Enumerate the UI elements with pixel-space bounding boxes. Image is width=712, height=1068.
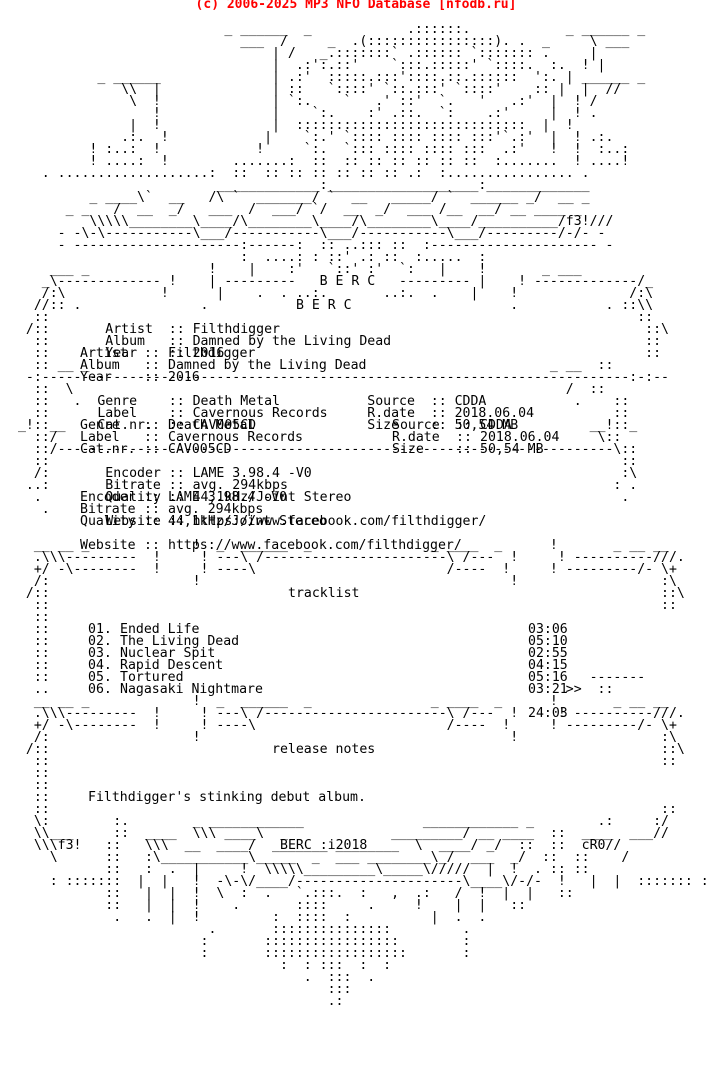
track-time: 05:10 bbox=[528, 634, 568, 649]
album-sep: :: bbox=[144, 358, 160, 373]
track-title: Nuclear Spit bbox=[120, 646, 216, 661]
label-label: Label bbox=[80, 430, 120, 445]
quality-value: 44,1kHz/Joint Stereo bbox=[168, 514, 327, 529]
track-time: 03:21 bbox=[528, 682, 568, 697]
quality-sep: :: bbox=[144, 514, 160, 529]
website-sep: :: bbox=[144, 538, 160, 553]
catnr-sep: :: bbox=[144, 442, 160, 457]
ascii-art: _ ______ _ .::::::. _ ______ _ ___ / _ .… bbox=[17, 22, 709, 1009]
source-value: CDDA bbox=[480, 418, 512, 433]
artist-label: Artist bbox=[80, 346, 128, 361]
album-value: Damned by the Living Dead bbox=[168, 358, 367, 373]
release-notes-title: release notes bbox=[272, 742, 376, 757]
website-link[interactable]: https://www.facebook.com/filthdigger/ bbox=[168, 538, 462, 553]
tracklist-title: tracklist bbox=[288, 586, 360, 601]
bitrate-sep: :: bbox=[144, 502, 160, 517]
catnr-value: CAV005CD bbox=[168, 442, 232, 457]
genre-label: Genre bbox=[80, 418, 120, 433]
track-number: 01. bbox=[88, 622, 112, 637]
year-label: Year bbox=[80, 370, 112, 385]
year-value: 2016 bbox=[168, 370, 200, 385]
encoder-sep: :: bbox=[144, 490, 160, 505]
track-time: 02:55 bbox=[528, 646, 568, 661]
artist-value: Filthdigger bbox=[168, 346, 256, 361]
track-time: 03:06 bbox=[528, 622, 568, 637]
track-number: 04. bbox=[88, 658, 112, 673]
rdate-sep: :: bbox=[456, 430, 472, 445]
footer-credit: BERC : 2018 bbox=[280, 838, 368, 853]
track-title: The Living Dead bbox=[120, 634, 240, 649]
encoder-value: LAME 3.98.4 -V0 bbox=[168, 490, 288, 505]
track-number: 06. bbox=[88, 682, 112, 697]
track-time: 05:16 bbox=[528, 670, 568, 685]
size-value: 50,54 MB bbox=[480, 442, 544, 457]
rdate-label: R.date bbox=[392, 430, 440, 445]
source-sep: :: bbox=[456, 418, 472, 433]
genre-value: Death Metal bbox=[168, 418, 256, 433]
label-value: Cavernous Records bbox=[168, 430, 303, 445]
year-sep: :: bbox=[144, 370, 160, 385]
track-title: Rapid Descent bbox=[120, 658, 224, 673]
release-notes-text: Filthdigger's stinking debut album. bbox=[88, 790, 366, 805]
rdate-value: 2018.06.04 bbox=[480, 430, 560, 445]
track-title: Nagasaki Nightmare bbox=[120, 682, 263, 697]
track-number: 03. bbox=[88, 646, 112, 661]
track-title: Ended Life bbox=[120, 622, 200, 637]
total-time: 24:03 bbox=[528, 706, 568, 721]
artist-sep: :: bbox=[144, 346, 160, 361]
quality-label: Quality bbox=[80, 514, 136, 529]
album-label: Album bbox=[80, 358, 120, 373]
label-sep: :: bbox=[144, 430, 160, 445]
size-label: Size bbox=[392, 442, 424, 457]
site-header: (c) 2006-2025 MP3 NFO Database [nfodb.ru… bbox=[195, 0, 517, 12]
track-title: Tortured bbox=[120, 670, 184, 685]
track-number: 05. bbox=[88, 670, 112, 685]
size-sep: :: bbox=[456, 442, 472, 457]
berc-title: B E R C bbox=[296, 298, 352, 313]
genre-sep: :: bbox=[144, 418, 160, 433]
bitrate-value: avg. 294kbps bbox=[168, 502, 264, 517]
track-time: 04:15 bbox=[528, 658, 568, 673]
source-label: Source bbox=[392, 418, 440, 433]
website-label: Website bbox=[80, 538, 136, 553]
bitrate-label: Bitrate bbox=[80, 502, 136, 517]
track-number: 02. bbox=[88, 634, 112, 649]
encoder-label: Encoder bbox=[80, 490, 136, 505]
catnr-label: Cat.nr. bbox=[80, 442, 136, 457]
